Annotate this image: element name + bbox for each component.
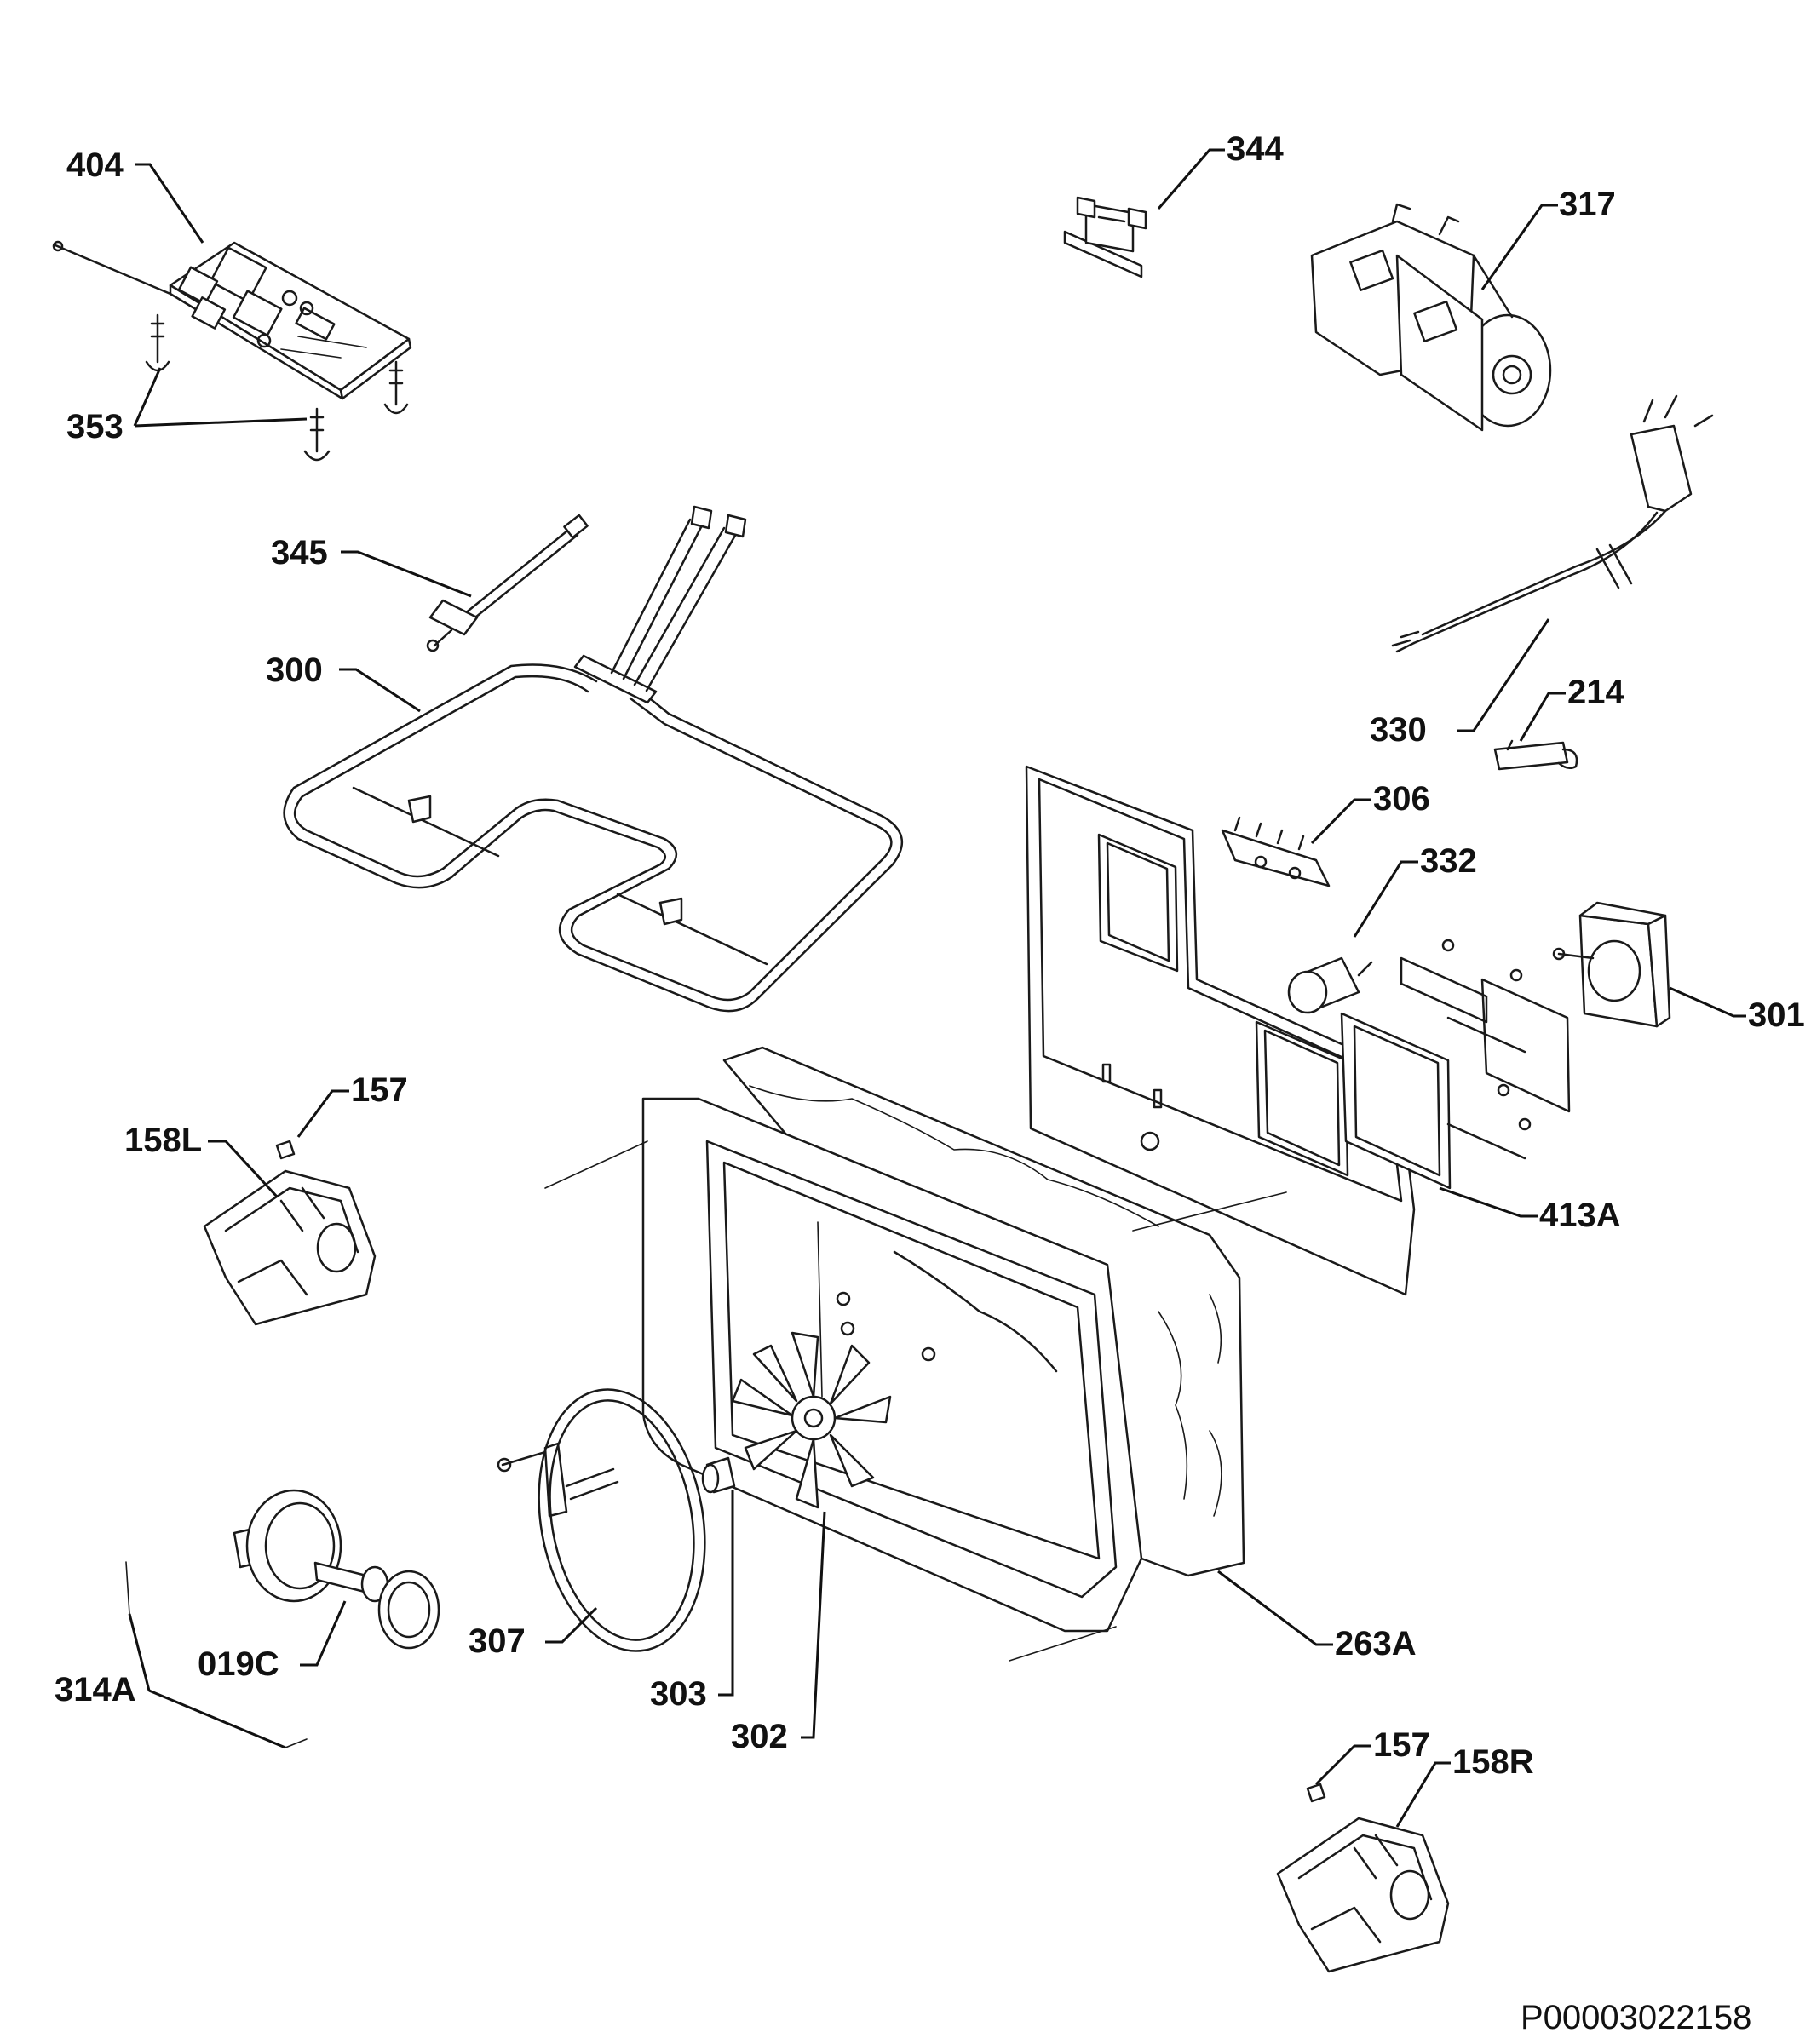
fan-motor-drawing <box>1552 901 1671 1028</box>
right-hinge-drawing <box>1276 1783 1450 1973</box>
label-330: 330 <box>1370 711 1427 749</box>
thermostat-knob-drawing <box>233 1489 440 1650</box>
label-157-right: 157 <box>1373 1726 1430 1764</box>
oven-cavity-drawing <box>544 1046 1287 1662</box>
board-support-pins-drawing <box>145 313 409 462</box>
grill-heating-element-drawing <box>283 505 904 1013</box>
label-019C: 019C <box>198 1645 279 1683</box>
label-214: 214 <box>1567 674 1624 711</box>
capacitor-drawing <box>1287 956 1373 1014</box>
motor-unit-drawing <box>1310 203 1552 432</box>
fan-nut-drawing <box>701 1456 736 1494</box>
circular-heating-element-drawing <box>497 1388 706 1652</box>
label-332: 332 <box>1420 842 1477 880</box>
diagram-code: P00003022158 <box>1521 1999 1751 2036</box>
label-404: 404 <box>66 146 124 184</box>
fan-blade-drawing <box>731 1331 892 1509</box>
label-157-left: 157 <box>351 1071 408 1109</box>
label-303: 303 <box>650 1675 707 1713</box>
label-300: 300 <box>266 652 323 689</box>
part-labels: 404 353 345 300 344 317 330 214 306 332 … <box>55 130 1805 2036</box>
label-158R: 158R <box>1452 1743 1534 1781</box>
label-345: 345 <box>271 534 328 571</box>
relay-drawing <box>1063 196 1147 278</box>
label-158L: 158L <box>124 1122 202 1159</box>
left-hinge-drawing <box>203 1140 377 1326</box>
temperature-probe-drawing <box>426 514 589 652</box>
rear-cover-plate-drawing <box>1025 765 1571 1296</box>
label-344: 344 <box>1227 130 1284 168</box>
mains-cable-drawing <box>1391 394 1714 653</box>
label-317: 317 <box>1559 186 1616 223</box>
label-301: 301 <box>1748 996 1805 1034</box>
terminal-block-drawing <box>1221 816 1331 887</box>
label-413A: 413A <box>1539 1197 1621 1234</box>
label-314A: 314A <box>55 1671 136 1708</box>
label-306: 306 <box>1373 780 1430 818</box>
label-302: 302 <box>731 1718 788 1755</box>
label-307: 307 <box>469 1622 526 1660</box>
door-switch-drawing <box>1493 739 1578 771</box>
control-board-drawing <box>52 240 412 400</box>
leader-lines <box>125 148 1746 1828</box>
label-353: 353 <box>66 408 124 445</box>
label-263A: 263A <box>1335 1625 1417 1662</box>
